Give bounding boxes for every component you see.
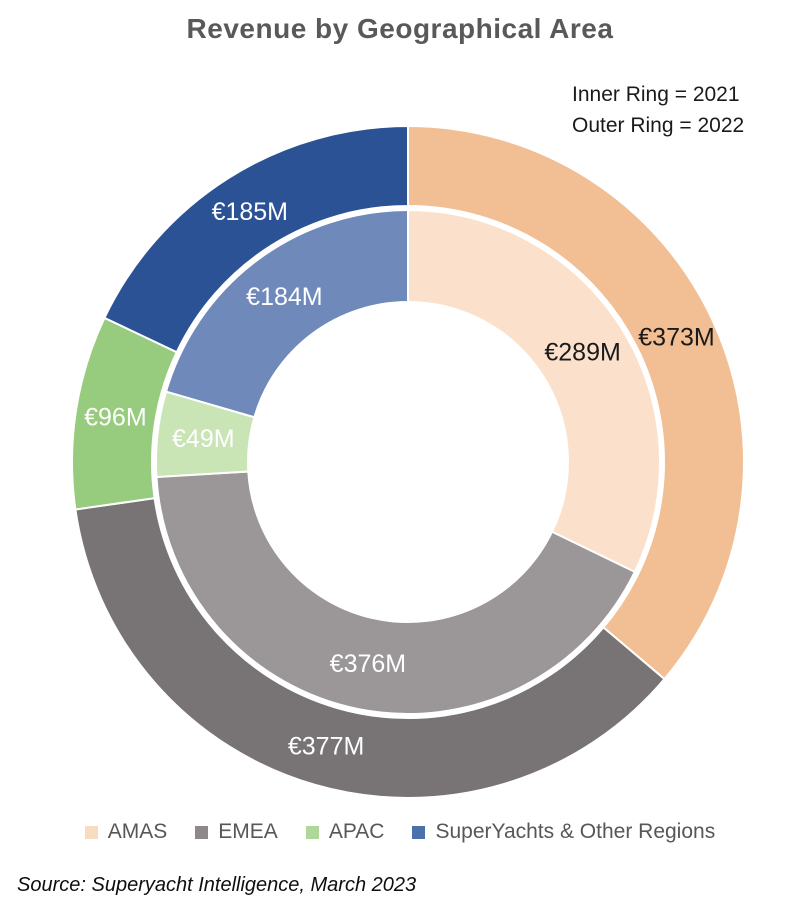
legend-swatch-emea: [195, 825, 209, 839]
segment-2021-amas: [407, 208, 661, 574]
segment-2022-superyachts: [103, 124, 409, 354]
value-label-2022-superyachts: €185M: [212, 198, 288, 226]
chart-title: Revenue by Geographical Area: [186, 13, 614, 44]
value-label-2022-emea: €377M: [288, 732, 364, 760]
outer-ring-note: Outer Ring = 2022: [572, 114, 745, 137]
segment-2022-emea: [74, 497, 666, 799]
legend-label-apac: APAC: [328, 820, 385, 843]
legend-item-apac: APAC: [305, 820, 385, 844]
legend-label-emea: EMEA: [218, 820, 278, 843]
legend-label-superyachts: SuperYachts & Other Regions: [435, 820, 716, 843]
value-label-2021-apac: €49M: [172, 425, 235, 453]
inner-ring-note: Inner Ring = 2021: [572, 83, 740, 106]
segment-2021-superyachts: [164, 208, 409, 419]
segment-2021-emea: [155, 470, 637, 715]
value-label-2021-emea: €376M: [330, 650, 406, 678]
legend-swatch-superyachts: [412, 825, 426, 839]
ring-year-annotation: Inner Ring = 2021 Outer Ring = 2022: [572, 79, 744, 141]
legend-item-amas: AMAS: [84, 820, 168, 844]
value-label-2021-superyachts: €184M: [246, 283, 322, 311]
legend-item-superyachts: SuperYachts & Other Regions: [412, 820, 715, 844]
value-label-2021-amas: €289M: [544, 339, 620, 367]
legend-item-emea: EMEA: [195, 820, 278, 844]
legend-swatch-apac: [305, 825, 319, 839]
source-note: Source: Superyacht Intelligence, March 2…: [17, 874, 417, 896]
segment-2022-amas: [407, 124, 745, 681]
legend: AMAS EMEA APAC SuperYachts & Other Regio…: [0, 820, 800, 844]
value-label-2022-apac: €96M: [84, 404, 147, 432]
legend-swatch-amas: [84, 825, 98, 839]
value-label-2022-amas: €373M: [638, 324, 714, 352]
legend-label-amas: AMAS: [107, 820, 168, 843]
